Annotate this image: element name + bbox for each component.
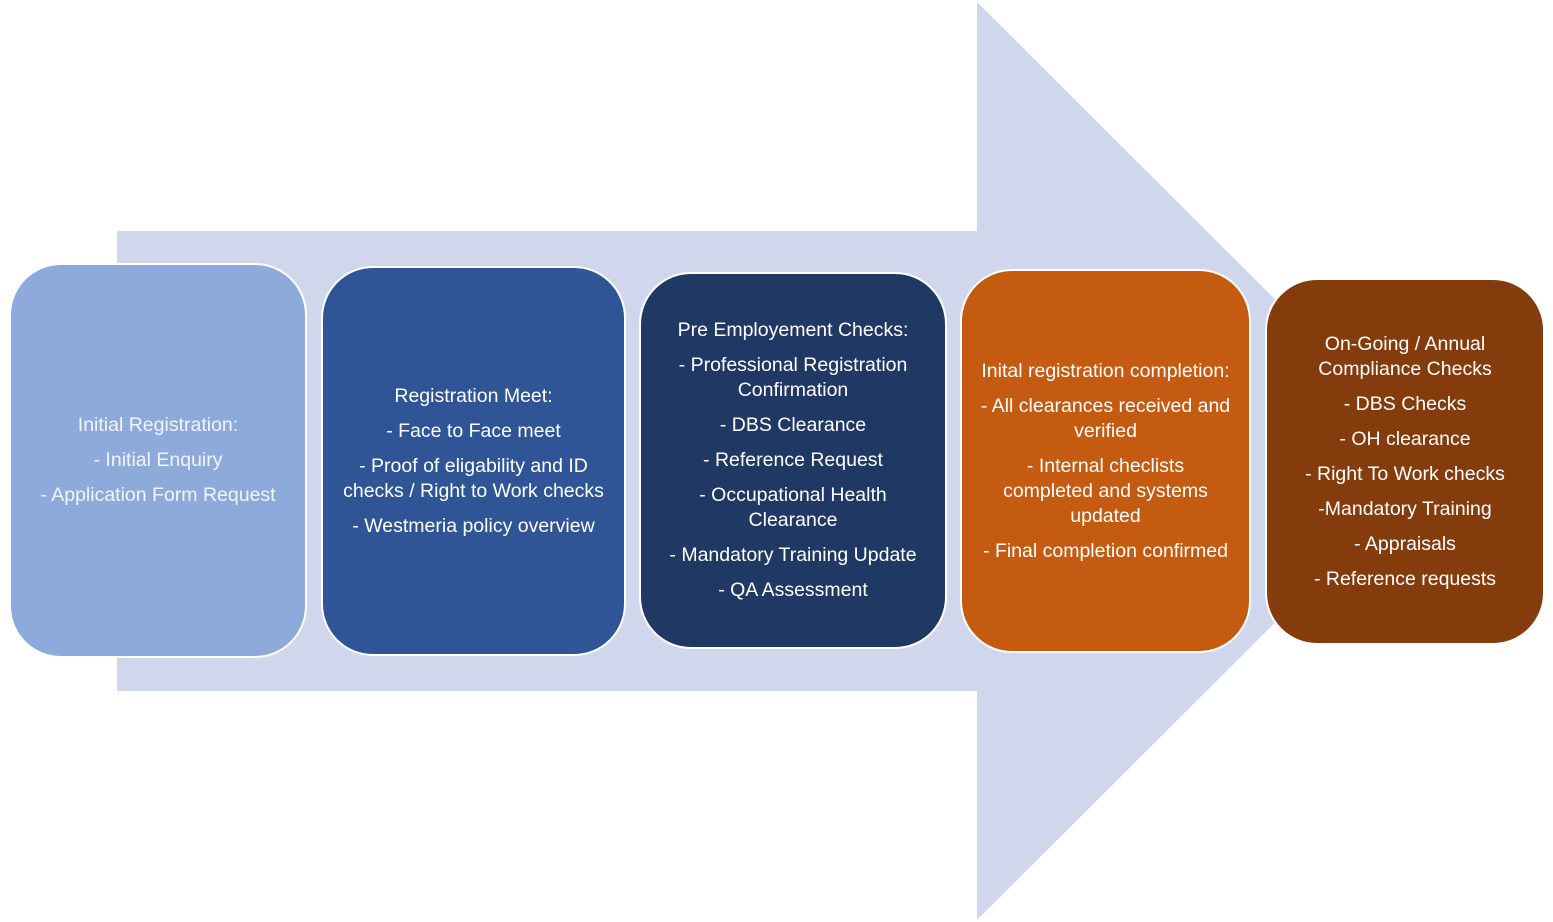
step-ongoing-compliance-checks: On-Going / Annual Compliance Checks - DB…	[1265, 278, 1545, 645]
step-item: - QA Assessment	[718, 579, 868, 601]
step-registration-completion: Inital registration completion: - All cl…	[960, 269, 1251, 653]
step-registration-meet: Registration Meet: - Face to Face meet -…	[321, 266, 626, 656]
step-title: Registration Meet:	[394, 384, 553, 407]
step-title: Initial Registration:	[77, 414, 239, 436]
step-pre-employment-checks: Pre Employement Checks: - Professional R…	[639, 272, 947, 649]
step-title: Pre Employement Checks:	[677, 319, 909, 341]
step-title: On-Going / Annual Compliance Checks	[1318, 332, 1492, 380]
step-item: - Final completion confirmed	[983, 539, 1228, 562]
step-item: - Professional Registration Confirmation	[678, 354, 908, 401]
step-item: - All clearances received and verified	[980, 394, 1231, 442]
step-item: - DBS Checks	[1343, 392, 1467, 415]
step-item: - Mandatory Training Update	[669, 544, 917, 566]
step-item: -Mandatory Training	[1318, 497, 1492, 520]
step-title: Inital registration completion:	[981, 359, 1230, 382]
step-item: - Internal checlists completed and syste…	[1003, 454, 1208, 527]
step-item: - Appraisals	[1354, 532, 1456, 555]
step-item: - Reference requests	[1313, 567, 1497, 590]
step-item: - OH clearance	[1339, 427, 1471, 450]
step-initial-registration: Initial Registration: - Initial Enquiry …	[9, 263, 307, 658]
step-item: - Westmeria policy overview	[352, 514, 595, 537]
step-item: - Reference Request	[703, 449, 883, 471]
step-item: - Application Form Request	[40, 484, 276, 506]
step-item: - Right To Work checks	[1305, 462, 1505, 485]
step-item: - Proof of eligability and ID checks / R…	[343, 454, 604, 502]
step-item: - Occupational Health Clearance	[699, 484, 887, 531]
step-item: - Face to Face meet	[386, 419, 561, 442]
step-item: - Initial Enquiry	[93, 449, 223, 471]
step-item: - DBS Clearance	[719, 414, 867, 436]
